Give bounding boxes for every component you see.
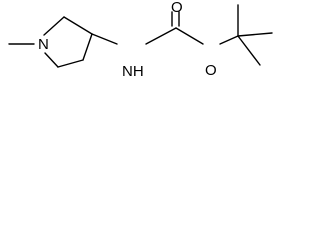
tert-butyl-methyl-bottom-bond xyxy=(237,35,261,66)
amide-nitrogen-label: NH xyxy=(122,63,144,80)
carbonyl-oxygen-label: O xyxy=(171,0,183,16)
nh-to-carbonyl-bond xyxy=(145,27,177,45)
chemical-structure: N NH O O xyxy=(0,0,284,92)
ring-to-nh-bond xyxy=(91,33,118,45)
ring-bond-c5-n xyxy=(44,52,59,68)
carbonyl-to-ester-oxygen-bond xyxy=(175,27,204,45)
ring-bond-c4-c5 xyxy=(57,59,84,68)
structure-drawing: N NH O O xyxy=(8,0,273,80)
ester-oxygen-label: O xyxy=(205,62,217,79)
ring-nitrogen-label: N xyxy=(38,36,49,53)
ring-bond-c3-c4 xyxy=(82,33,93,61)
ring-bond-c2-c3 xyxy=(63,16,93,35)
tert-butyl-methyl-right-bond xyxy=(237,32,273,37)
ring-bond-n-c2 xyxy=(43,16,65,36)
ester-oxygen-to-tert-carbon-bond xyxy=(219,35,239,45)
